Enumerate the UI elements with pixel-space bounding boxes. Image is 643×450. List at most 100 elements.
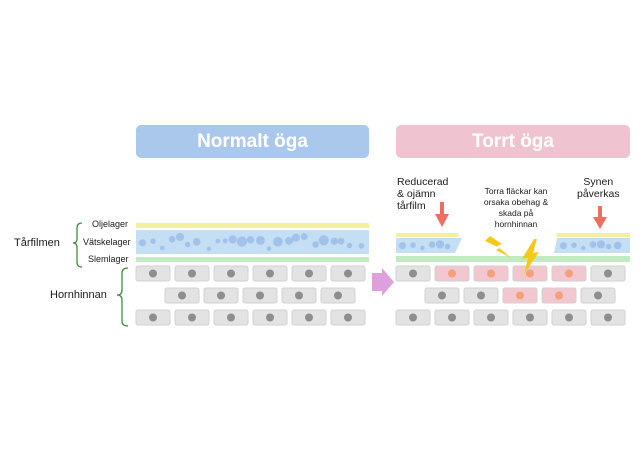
cell-nucleus (594, 291, 602, 300)
aqueous-bubble (222, 238, 228, 244)
aqueous-bubble (420, 245, 425, 251)
dry-spots-annotation: Torra fläckar kan orsaka obehag & skada … (474, 186, 558, 230)
aqueous-bubble (215, 238, 221, 244)
aqueous-bubble (168, 235, 176, 243)
dry-aqueous-bubbles-left (398, 240, 451, 251)
aqueous-bubble (312, 241, 319, 248)
aqueous-bubble (228, 235, 237, 244)
tear-film-bracket-icon (72, 222, 83, 268)
cell-nucleus (266, 269, 274, 278)
normal-mucus-layer (136, 257, 369, 262)
reduced-film-arrow (435, 202, 449, 227)
normal-lipid-layer (136, 223, 369, 228)
lightning-bolt-right-icon (522, 239, 539, 274)
dry-cornea-cells (395, 265, 626, 326)
aqueous-bubble (435, 240, 445, 249)
damaged-cell-nucleus (516, 291, 524, 300)
dry-spots-line-2: orsaka obehag & (483, 197, 549, 207)
cell-nucleus (178, 291, 186, 300)
normal-aqueous-bubbles (138, 232, 365, 252)
aqueous-layer-label: Vätskelager (83, 237, 131, 247)
aqueous-bubble (246, 236, 255, 244)
vision-affected-arrow (593, 206, 607, 229)
dry-lipid-layer-left (396, 233, 459, 237)
cell-nucleus (256, 291, 264, 300)
dry-eye-title: Torrt öga (396, 125, 630, 158)
aqueous-bubble (150, 238, 156, 244)
aqueous-bubble (175, 232, 185, 242)
aqueous-bubble (206, 246, 212, 252)
mucus-layer-label: Slemlager (88, 254, 129, 264)
aqueous-bubble (160, 245, 165, 251)
cornea-label: Hornhinnan (50, 289, 107, 301)
vision-line-1: Synen (583, 176, 614, 188)
damaged-cell-nucleus (565, 269, 573, 278)
dry-lipid-layer-right (556, 233, 630, 237)
tear-film-label: Tårfilmen (14, 237, 60, 249)
aqueous-bubble (589, 241, 597, 248)
aqueous-bubble (337, 237, 345, 245)
aqueous-bubble (330, 237, 338, 245)
dry-mucus-layer (396, 256, 630, 262)
aqueous-bubble (300, 233, 308, 241)
damaged-cell-nucleus (448, 269, 456, 278)
aqueous-bubble (236, 236, 248, 247)
dry-aqueous-bubbles-right (559, 240, 622, 251)
aqueous-bubble (358, 242, 365, 249)
cell-nucleus (448, 313, 456, 322)
cell-nucleus (305, 313, 313, 322)
reduced-line-3: tårfilm (397, 200, 426, 212)
lipid-layer-label: Oljelager (92, 219, 129, 229)
damaged-cell-nucleus (526, 269, 534, 278)
cell-nucleus (188, 269, 196, 278)
cell-nucleus (409, 313, 417, 322)
aqueous-bubble (266, 246, 272, 251)
aqueous-bubble (581, 245, 586, 251)
vision-line-2: påverkas (577, 188, 620, 200)
aqueous-bubble (291, 233, 300, 242)
dry-spots-line-4: hornhinnan (494, 219, 538, 229)
normal-eye-title: Normalt öga (136, 125, 369, 158)
aqueous-bubble (428, 241, 436, 248)
cell-nucleus (334, 291, 342, 300)
cell-nucleus (344, 269, 352, 278)
aqueous-bubble (273, 236, 283, 247)
cell-nucleus (477, 291, 485, 300)
cell-nucleus (487, 313, 495, 322)
cell-nucleus (266, 313, 274, 322)
aqueous-bubble (255, 235, 265, 245)
cell-nucleus (295, 291, 303, 300)
aqueous-bubble (605, 243, 612, 250)
vision-affected-annotation: Synen påverkas (577, 176, 620, 200)
cell-nucleus (217, 291, 225, 300)
cell-nucleus (227, 269, 235, 278)
aqueous-bubble (346, 242, 353, 249)
normal-cornea-cells (135, 265, 366, 326)
cell-nucleus (409, 269, 417, 278)
aqueous-bubble (559, 242, 568, 250)
aqueous-bubble (613, 241, 622, 250)
lightning-bolt-left-icon (485, 236, 511, 258)
aqueous-bubble (596, 240, 606, 249)
cell-nucleus (438, 291, 446, 300)
aqueous-bubble (192, 238, 201, 246)
cell-nucleus (526, 313, 534, 322)
aqueous-bubble (285, 236, 293, 245)
aqueous-bubble (444, 243, 451, 250)
cell-nucleus (305, 269, 313, 278)
aqueous-bubble (410, 242, 416, 248)
reduced-line-2: & ojämn (397, 188, 436, 200)
aqueous-bubble (571, 242, 577, 248)
reduced-tear-film-annotation: Reducerad & ojämn tårfilm (397, 176, 448, 212)
aqueous-bubble (398, 242, 407, 250)
cell-nucleus (344, 313, 352, 322)
cell-nucleus (149, 269, 157, 278)
damaged-cell-nucleus (555, 291, 563, 300)
cell-nucleus (604, 313, 612, 322)
damaged-cell-nucleus (487, 269, 495, 278)
cell-nucleus (227, 313, 235, 322)
cell-nucleus (604, 269, 612, 278)
dry-spots-line-1: Torra fläckar kan (484, 186, 548, 196)
dry-spots-line-3: skada på (498, 208, 534, 218)
